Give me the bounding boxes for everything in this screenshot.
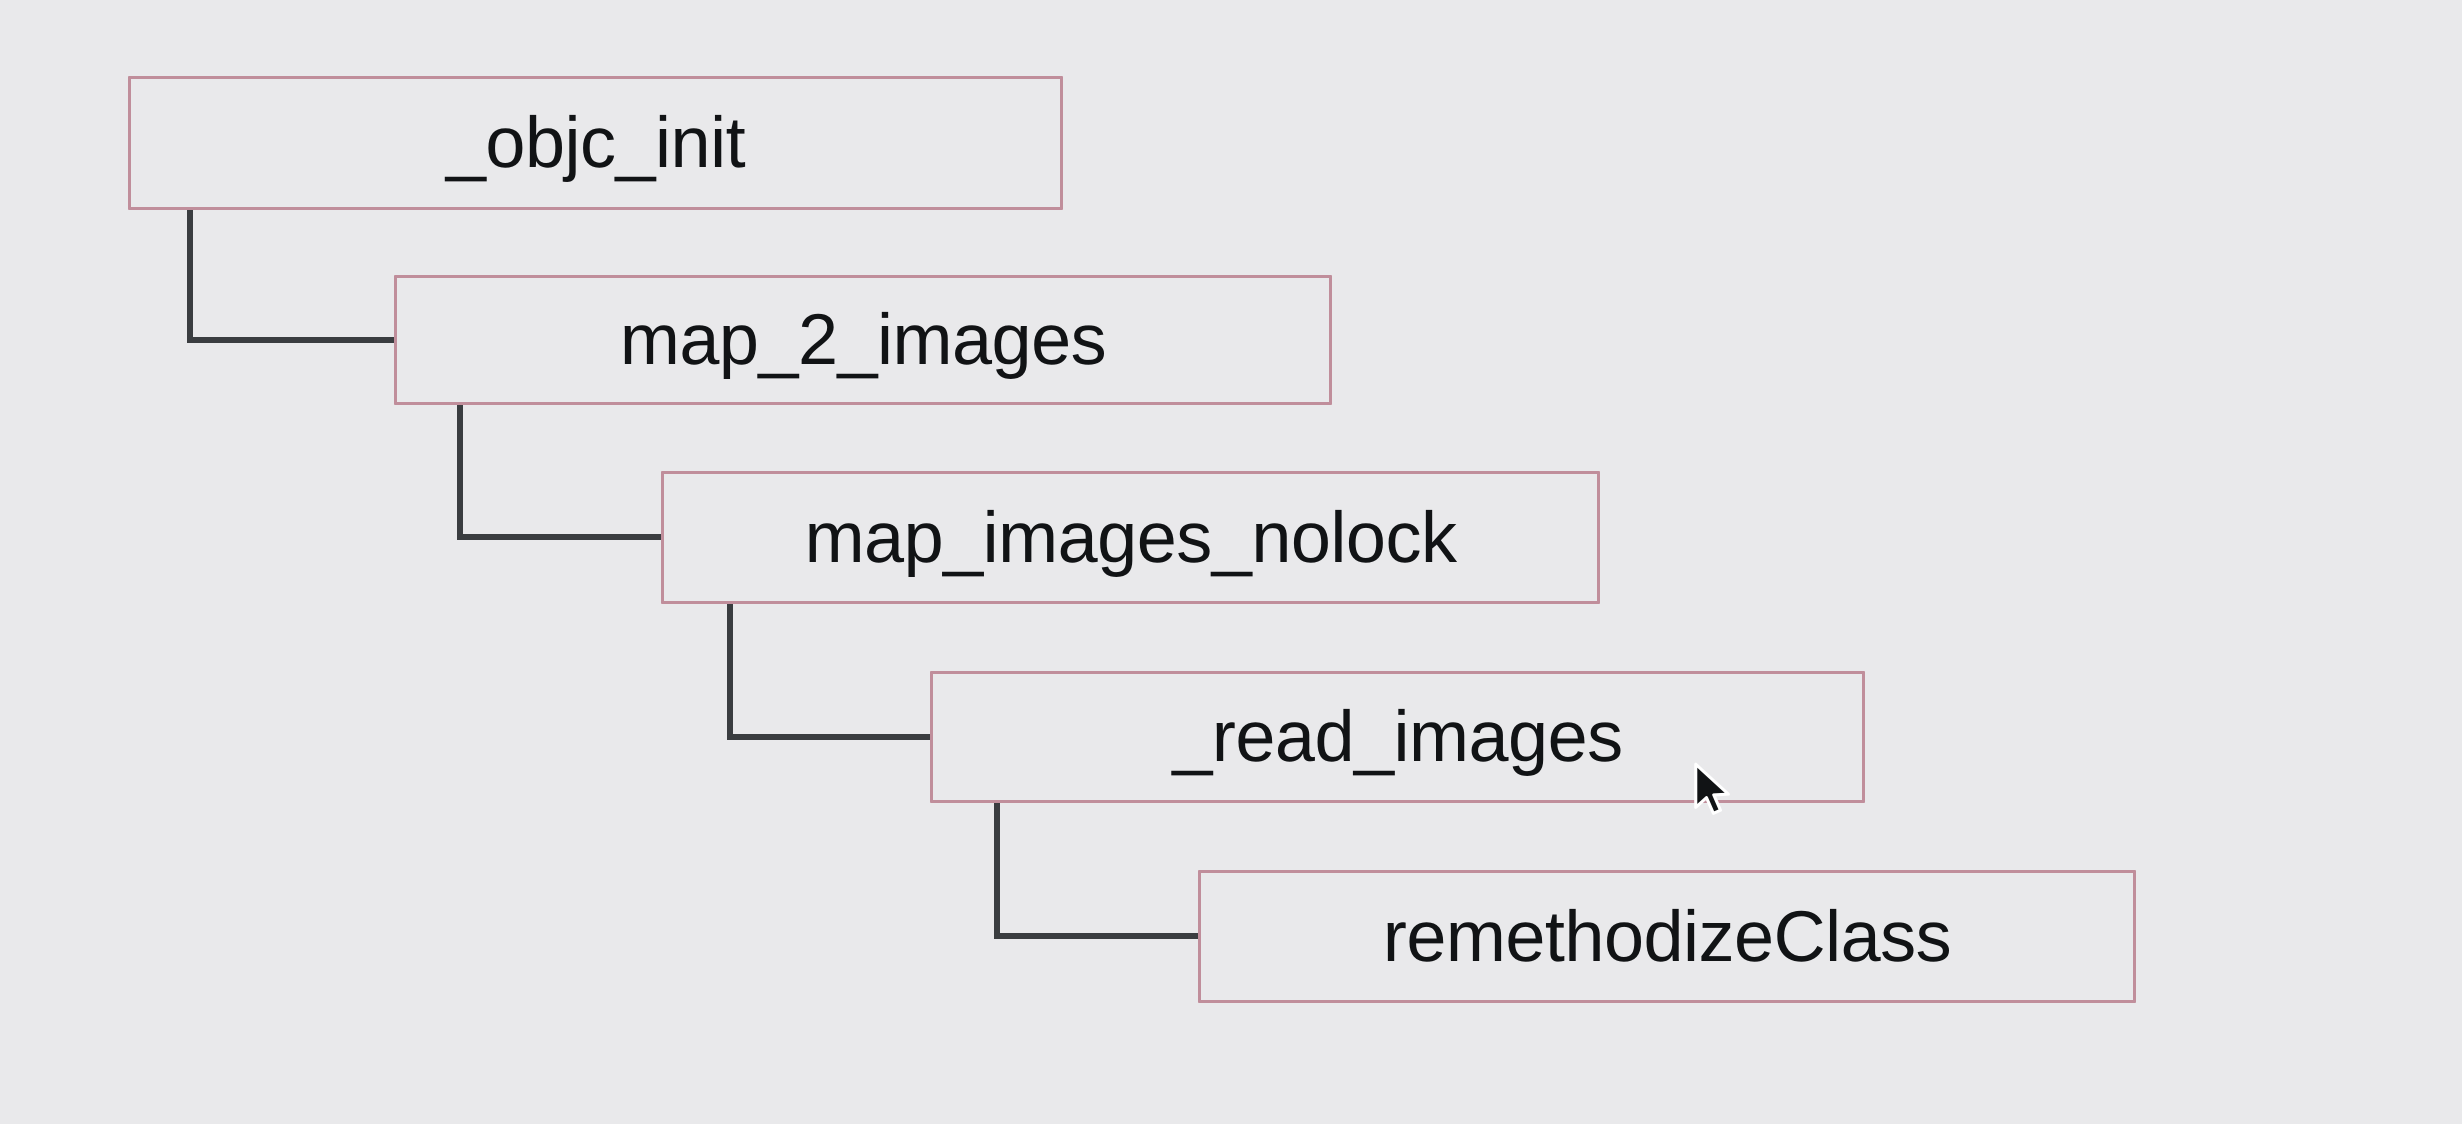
edge-objc-init-to-map-2-images xyxy=(187,207,397,343)
node-remethodize-class[interactable]: remethodizeClass xyxy=(1198,870,2136,1003)
edge-map-images-nolock-to-read-images xyxy=(727,601,933,740)
node-objc-init[interactable]: _objc_init xyxy=(128,76,1063,210)
node-label-remethodize-class: remethodizeClass xyxy=(1382,896,1952,977)
node-label-map-2-images: map_2_images xyxy=(619,300,1107,380)
node-read-images[interactable]: _read_images xyxy=(930,671,1865,803)
node-map-2-images[interactable]: map_2_images xyxy=(394,275,1332,405)
edge-read-images-to-remethodize-class xyxy=(994,800,1201,939)
node-label-objc-init: _objc_init xyxy=(445,103,746,183)
edge-map-2-images-to-map-images-nolock xyxy=(457,402,664,540)
node-label-read-images: _read_images xyxy=(1172,697,1623,777)
node-label-map-images-nolock: map_images_nolock xyxy=(804,497,1457,578)
node-map-images-nolock[interactable]: map_images_nolock xyxy=(661,471,1600,604)
